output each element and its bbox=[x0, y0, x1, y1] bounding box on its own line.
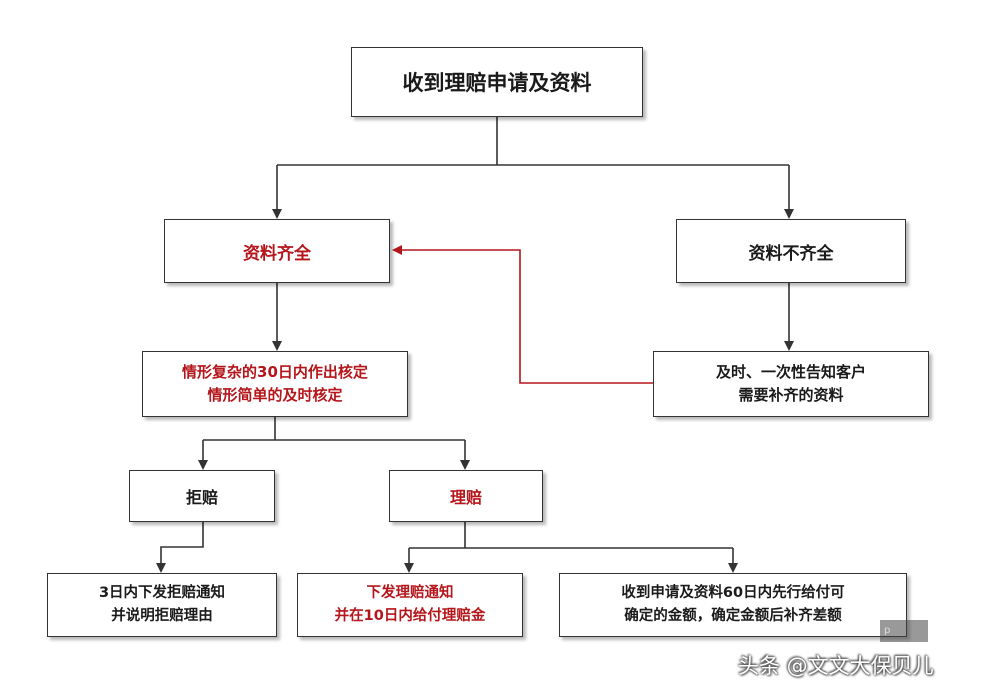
connector-root-split bbox=[277, 117, 789, 166]
node-notify-line-1: 及时、一次性告知客户 bbox=[715, 363, 866, 381]
node-reject-notice-line-2: 并说明拒赔理由 bbox=[111, 608, 213, 624]
node-reject-claim: 拒赔 bbox=[129, 470, 275, 522]
node-docs-complete-text: 资料齐全 bbox=[243, 243, 311, 264]
node-pay-claim: 理赔 bbox=[389, 470, 543, 522]
node-docs-incomplete-text: 资料不齐全 bbox=[748, 243, 834, 264]
node-claim-received: 收到理赔申请及资料 bbox=[351, 47, 643, 117]
node-review-line-2: 情形简单的及时核定 bbox=[207, 386, 343, 404]
node-review-line-1: 情形复杂的30日内作出核定 bbox=[182, 363, 368, 381]
node-reject-notice-line-1: 3日内下发拒赔通知 bbox=[98, 585, 226, 601]
node-reject-text: 拒赔 bbox=[185, 488, 218, 507]
arrow-reject-to-note bbox=[156, 522, 204, 573]
node-notify-customer: 及时、一次性告知客户 需要补齐的资料 bbox=[653, 351, 929, 417]
watermark-text: 头条 @文文大保贝儿 bbox=[738, 654, 934, 678]
node-review-deadline: 情形复杂的30日内作出核定 情形简单的及时核定 bbox=[142, 351, 408, 417]
node-docs-incomplete: 资料不齐全 bbox=[676, 219, 906, 283]
node-pay-notice: 下发理赔通知 并在10日内给付理赔金 bbox=[297, 573, 523, 637]
node-pay-text: 理赔 bbox=[449, 488, 482, 507]
connector-pay-split bbox=[409, 522, 733, 549]
node-docs-complete: 资料齐全 bbox=[164, 219, 390, 283]
watermark-overlay-box: p bbox=[880, 620, 928, 642]
node-reject-notice: 3日内下发拒赔通知 并说明拒赔理由 bbox=[47, 573, 277, 637]
node-advance-line-1: 收到申请及资料60日内先行给付可 bbox=[621, 585, 845, 601]
node-pay-notice-line-1: 下发理赔通知 bbox=[366, 585, 454, 601]
node-notify-line-2: 需要补齐的资料 bbox=[738, 386, 844, 404]
node-advance-line-2: 确定的金额，确定金额后补齐差额 bbox=[624, 608, 842, 624]
node-pay-notice-line-2: 并在10日内给付理赔金 bbox=[334, 608, 486, 624]
node-claim-received-text: 收到理赔申请及资料 bbox=[402, 71, 592, 95]
connector-review-split bbox=[203, 417, 465, 441]
node-advance-payment: 收到申请及资料60日内先行给付可 确定的金额，确定金额后补齐差额 bbox=[559, 573, 907, 637]
feedback-arrow-notify-to-complete bbox=[392, 245, 653, 384]
